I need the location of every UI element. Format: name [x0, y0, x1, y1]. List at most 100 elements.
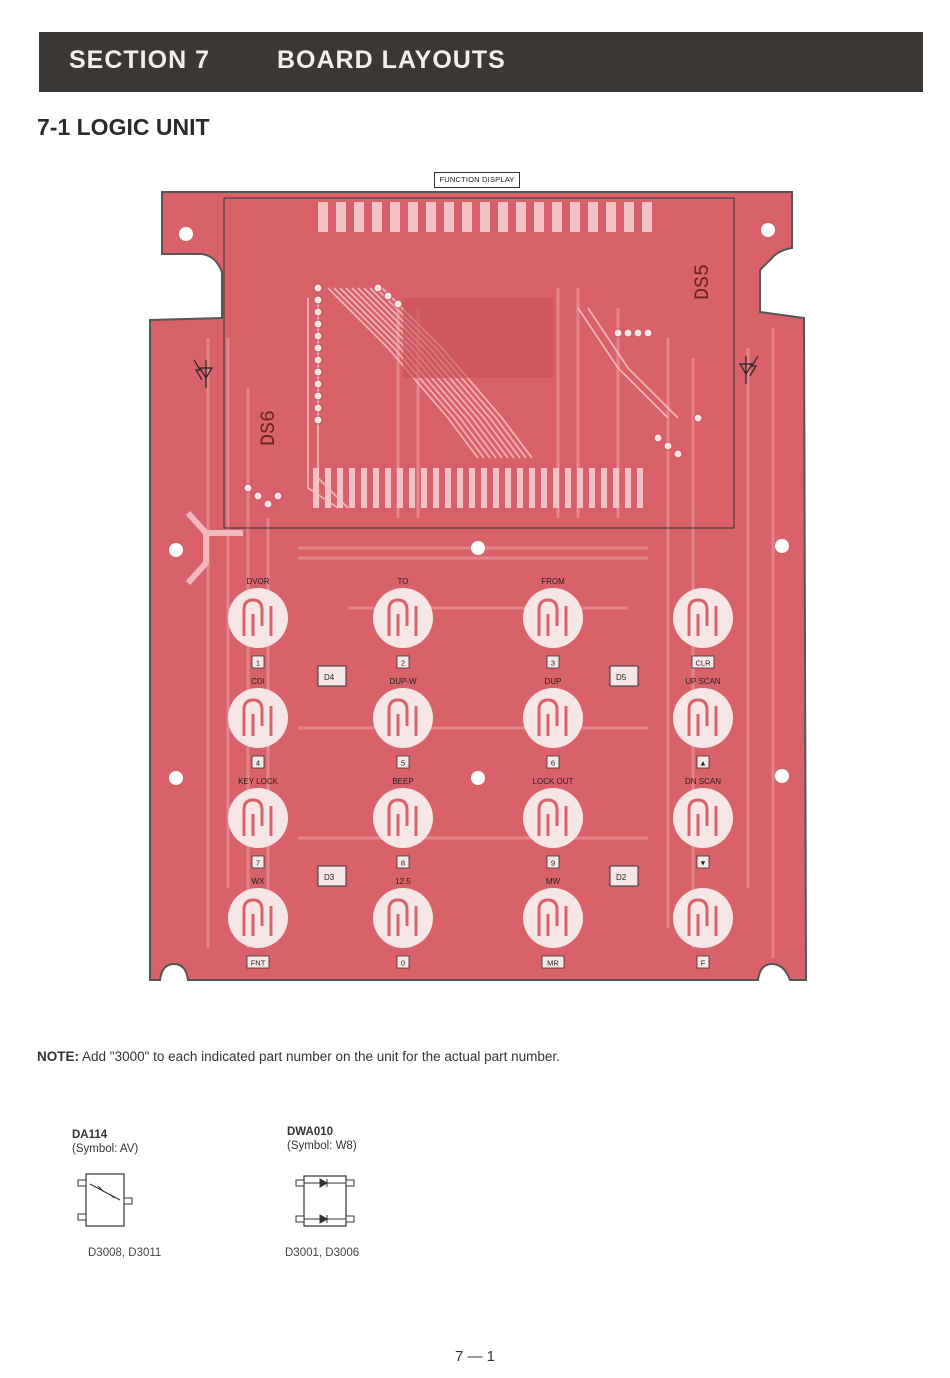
- key-contact-pad: [228, 688, 288, 748]
- key-contact-pad: [523, 788, 583, 848]
- key-contact-interdigit: [687, 898, 718, 936]
- key-number-box: [396, 655, 410, 669]
- key-number-label: 8: [401, 859, 405, 868]
- key-contact-pad: [673, 588, 733, 648]
- key-contact-pad: [373, 888, 433, 948]
- component-symbol: (Symbol: W8): [287, 1140, 357, 1152]
- key-contact-pad: [228, 588, 288, 648]
- component-symbol: (Symbol: AV): [72, 1143, 139, 1155]
- function-display-label: FUNCTION DISPLAY: [434, 172, 520, 188]
- key-number-box: [541, 955, 565, 969]
- key-contact-pad: [523, 688, 583, 748]
- key-contact-interdigit: [387, 598, 418, 636]
- key-name-label: BEEP: [392, 777, 413, 786]
- section-number: SECTION 7: [69, 46, 210, 74]
- key-number-box: [696, 955, 710, 969]
- component-name: DA114: [72, 1129, 108, 1141]
- key-contact-pad: [523, 888, 583, 948]
- diode-d5-label: D5: [616, 673, 627, 682]
- component-name: DWA010: [287, 1126, 334, 1138]
- key-name-label: UP SCAN: [685, 677, 721, 686]
- key-number-box: [246, 955, 270, 969]
- key-contact-pad: [523, 588, 583, 648]
- key-name-label: DN SCAN: [685, 777, 721, 786]
- component-dwa010: DWA010 (Symbol: W8): [287, 1125, 357, 1153]
- key-pad: KEY LOCK 7: [228, 777, 288, 869]
- lcd-bottom-fingers: [313, 468, 643, 508]
- diode-footprints: [317, 665, 639, 887]
- key-number-box: [691, 655, 715, 669]
- ds6-label: DS6: [258, 410, 281, 446]
- key-number-box: [396, 755, 410, 769]
- da114-symbol-icon: [77, 1173, 133, 1227]
- dwa010-symbol-icon: [295, 1175, 355, 1227]
- key-name-label: CDI: [251, 677, 265, 686]
- key-contact-pad: [373, 788, 433, 848]
- ds5-label: DS5: [692, 264, 715, 300]
- diode-d3-label: D3: [324, 873, 335, 882]
- key-number-box: [696, 855, 710, 869]
- key-contact-interdigit: [242, 698, 273, 736]
- key-number-label: 2: [401, 659, 405, 668]
- key-pad: MW MR: [523, 877, 583, 969]
- key-number-box: [251, 755, 265, 769]
- key-contact-interdigit: [687, 698, 718, 736]
- via-pads: [243, 283, 703, 509]
- key-number-label: MR: [547, 959, 559, 968]
- key-name-label: KEY LOCK: [238, 777, 279, 786]
- key-contact-interdigit: [242, 798, 273, 836]
- key-name-label: TO: [398, 577, 409, 586]
- key-contact-interdigit: [687, 798, 718, 836]
- key-contact-pad: [228, 788, 288, 848]
- key-number-label: 6: [551, 759, 555, 768]
- key-contact-interdigit: [387, 698, 418, 736]
- key-contact-pad: [673, 888, 733, 948]
- key-pad: BEEP 8: [373, 777, 433, 869]
- key-contact-pad: [373, 688, 433, 748]
- key-contact-pad: [228, 888, 288, 948]
- key-contact-pad: [373, 588, 433, 648]
- key-number-label: ▼: [699, 859, 706, 868]
- key-contact-interdigit: [537, 698, 568, 736]
- led-left-icon: [193, 359, 214, 388]
- key-number-box: [546, 855, 560, 869]
- key-number-label: 3: [551, 659, 555, 668]
- key-number-label: FNT: [251, 959, 266, 968]
- note-text: NOTE: Add "3000" to each indicated part …: [37, 1049, 560, 1064]
- key-pad: DUP-W5: [373, 677, 433, 769]
- key-pad: UP SCAN ▲: [673, 677, 733, 769]
- key-number-box: [251, 655, 265, 669]
- key-contact-interdigit: [242, 598, 273, 636]
- da114-parts: D3008, D3011: [88, 1247, 162, 1259]
- key-number-label: 0: [401, 959, 405, 968]
- key-pad: FROM 3: [523, 577, 583, 669]
- key-pad: DN SCAN ▼: [673, 777, 733, 869]
- key-pad: CLR: [673, 588, 733, 669]
- key-name-label: FROM: [541, 577, 565, 586]
- key-number-box: [251, 855, 265, 869]
- key-number-label: 7: [256, 859, 260, 868]
- key-name-label: 12.5: [395, 877, 411, 886]
- top-connector: [318, 202, 652, 232]
- component-da114: DA114 (Symbol: AV): [72, 1128, 138, 1156]
- key-name-label: MW: [546, 877, 561, 886]
- diode-d4-label: D4: [324, 673, 335, 682]
- key-name-label: DVOR: [246, 577, 269, 586]
- led-right-icon: [738, 355, 759, 384]
- key-number-label: 4: [256, 759, 260, 768]
- key-number-label: ▲: [699, 759, 706, 768]
- subsection-title: 7-1 LOGIC UNIT: [37, 114, 210, 140]
- key-number-box: [546, 755, 560, 769]
- key-contact-interdigit: [387, 798, 418, 836]
- left-branch-trace: [185, 510, 243, 586]
- key-contact-pad: [673, 688, 733, 748]
- note-label: NOTE:: [37, 1049, 79, 1064]
- page-number: 7 — 1: [454, 1348, 496, 1365]
- section-title: BOARD LAYOUTS: [277, 46, 506, 74]
- mounting-holes: [169, 223, 789, 785]
- key-number-label: 5: [401, 759, 405, 768]
